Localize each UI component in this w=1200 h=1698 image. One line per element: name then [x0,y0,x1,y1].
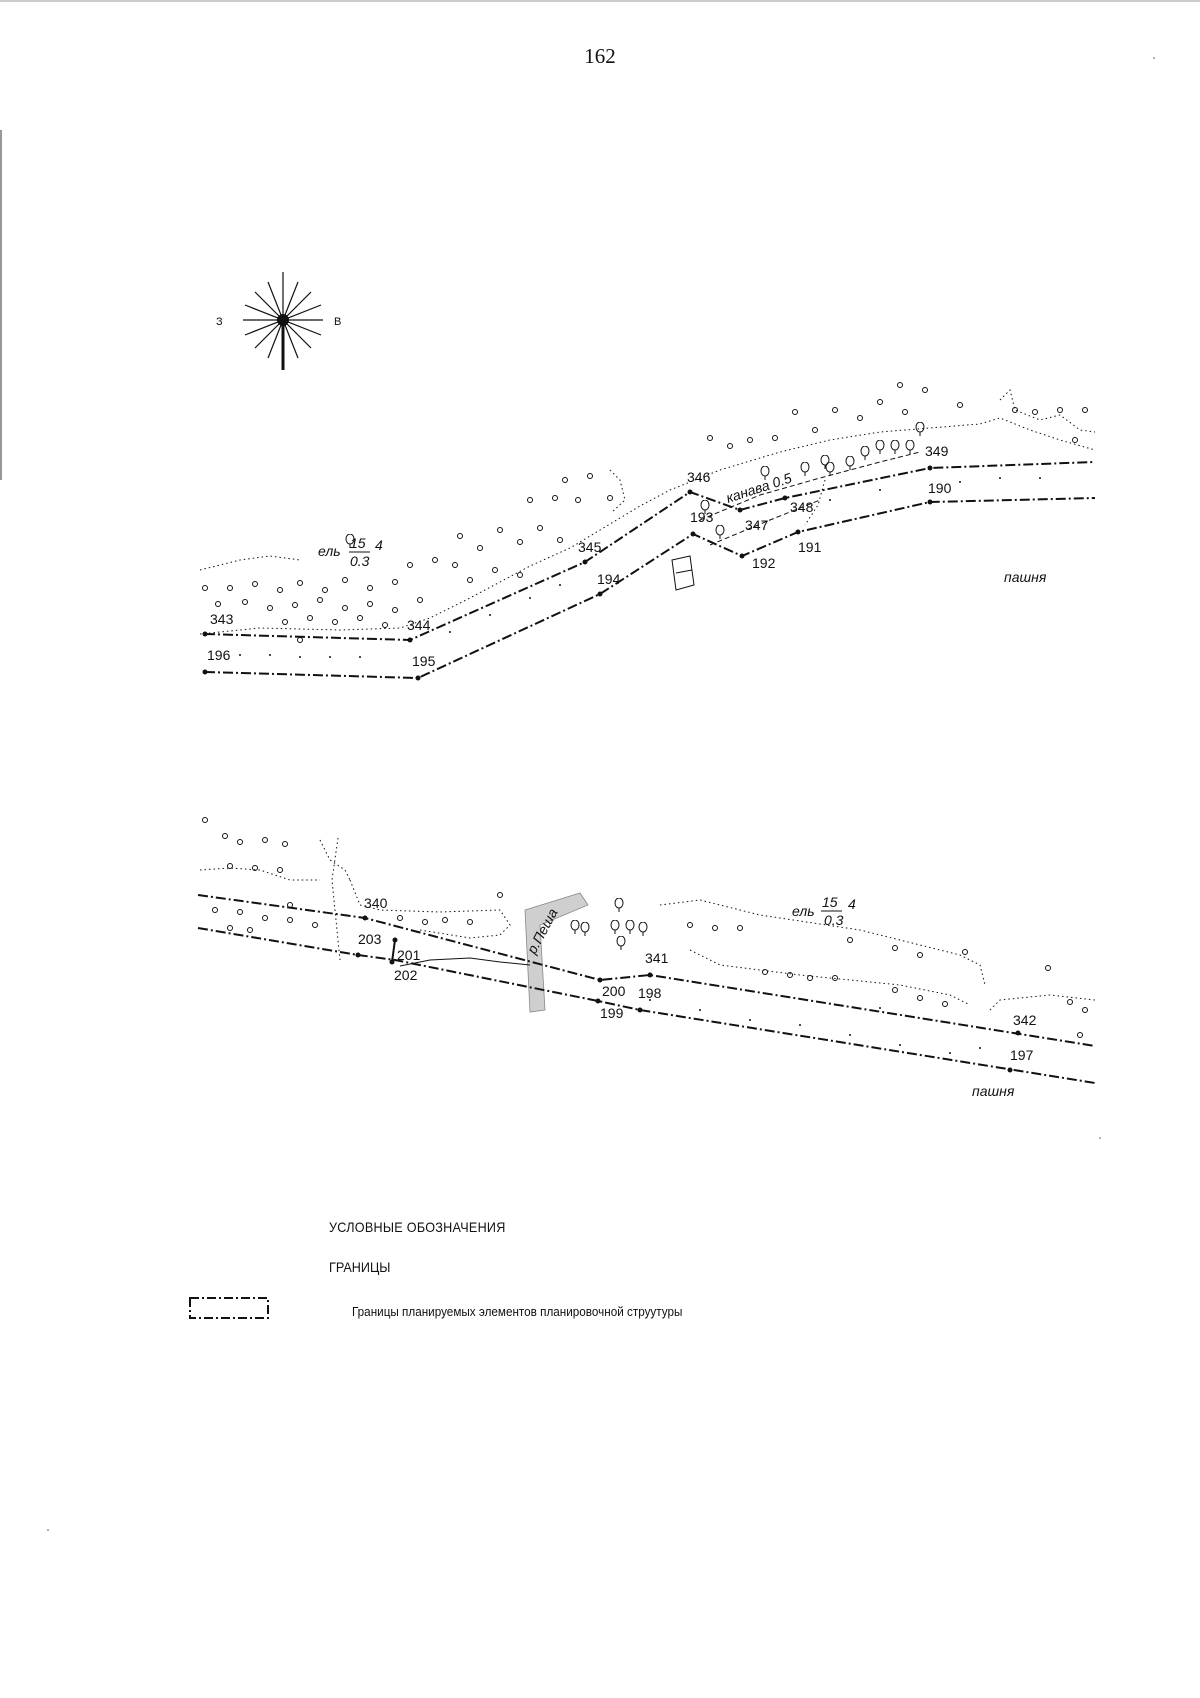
dash-dot-boundary-icon [189,1297,269,1319]
point-label-201: 201 [397,947,421,963]
point-label-349: 349 [925,443,949,459]
stream-line [399,957,531,967]
field-dots-lower [649,999,981,1054]
vegetation-outline-lower-5 [989,994,1096,1011]
boundary-line-north-lower [197,894,1096,1047]
field-label-lower: пашня [972,1083,1015,1099]
point-label-203: 203 [358,931,382,947]
point-label-198: 198 [638,985,662,1001]
scan-speck-3 [47,1529,49,1531]
point-label-192: 192 [752,555,776,571]
tree-species-label-upper: ель 15 4 0.3 [318,535,383,569]
point-label-195: 195 [412,653,436,669]
compass-west-letter: З [216,316,223,328]
scan-speck-2 [1099,1137,1101,1139]
point-label-344: 344 [407,617,431,633]
point-label-343: 343 [210,611,234,627]
point-label-341: 341 [645,950,669,966]
point-label-194: 194 [597,571,621,587]
vegetation-outline-right [999,389,1096,433]
tree-species-name: ель [318,543,341,559]
tree-diameter: 0.3 [350,553,370,569]
point-label-348: 348 [790,499,814,515]
vegetation-outline-lower-6 [319,839,351,881]
legend-subtitle: ГРАНИЦЫ [329,1259,391,1275]
vegetation-outline-lower-7 [331,837,341,961]
shrub-symbols-lower [202,817,1088,1038]
shrub-symbols [202,382,1088,643]
point-label-347: 347 [745,517,769,533]
point-label-200: 200 [602,983,626,999]
lower-map: 340 203 201 202 341 200 198 199 342 197 … [197,817,1096,1099]
vertex-group [202,465,933,681]
ditch-line [699,451,921,521]
tree-spacing-lower: 4 [848,896,856,912]
boundary-line-south [204,497,1096,680]
point-label-340: 340 [364,895,388,911]
point-label-191: 191 [798,539,822,555]
vegetation-outline-lower-3 [659,899,986,986]
compass-rose-icon [243,272,323,370]
ravine-line-2 [804,479,826,526]
building-detail [675,569,693,574]
legend-title: УСЛОВНЫЕ ОБОЗНАЧЕНИЯ [329,1219,506,1235]
tree-diameter-lower: 0.3 [824,912,844,928]
point-label-190: 190 [928,480,952,496]
field-label-upper: пашня [1004,569,1047,585]
point-label-345: 345 [578,539,602,555]
scan-speck [1153,57,1155,59]
boundary-connector [391,939,396,963]
vegetation-outline-lower-2 [349,879,511,939]
point-label-202: 202 [394,967,418,983]
building-icon [671,555,695,591]
tree-species-name-lower: ель [792,903,815,919]
river [524,892,589,1013]
compass-east-letter: В [334,316,341,328]
legend-item-label: Границы планируемых элементов планировоч… [352,1304,683,1319]
point-label-193: 193 [690,509,714,525]
vertex-group-lower [355,915,1021,1073]
point-label-196: 196 [207,647,231,663]
point-label-342: 342 [1013,1012,1037,1028]
vegetation-outline-lower [199,867,320,881]
page-number: 162 [584,44,616,68]
tree-height: 15 [350,535,366,551]
point-label-197: 197 [1010,1047,1034,1063]
vegetation-outline [199,417,1096,635]
ravine-line [609,469,626,513]
ditch-line-2 [709,499,821,546]
upper-map: 343 196 344 195 345 194 346 193 347 348 … [199,382,1096,681]
vegetation-outline-upper [199,555,301,571]
field-dots [239,477,1041,658]
tree-species-label-lower: ель 15 4 0.3 [792,894,856,928]
vegetation-outline-lower-4 [689,949,971,1006]
boundary-line-south-lower [197,927,1096,1084]
ditch-label: канава 0.5 [724,470,794,506]
point-label-199: 199 [600,1005,624,1021]
tree-spacing: 4 [375,537,383,553]
tree-height-lower: 15 [822,894,838,910]
boundary-line-north [204,461,1096,642]
point-label-346: 346 [687,469,711,485]
